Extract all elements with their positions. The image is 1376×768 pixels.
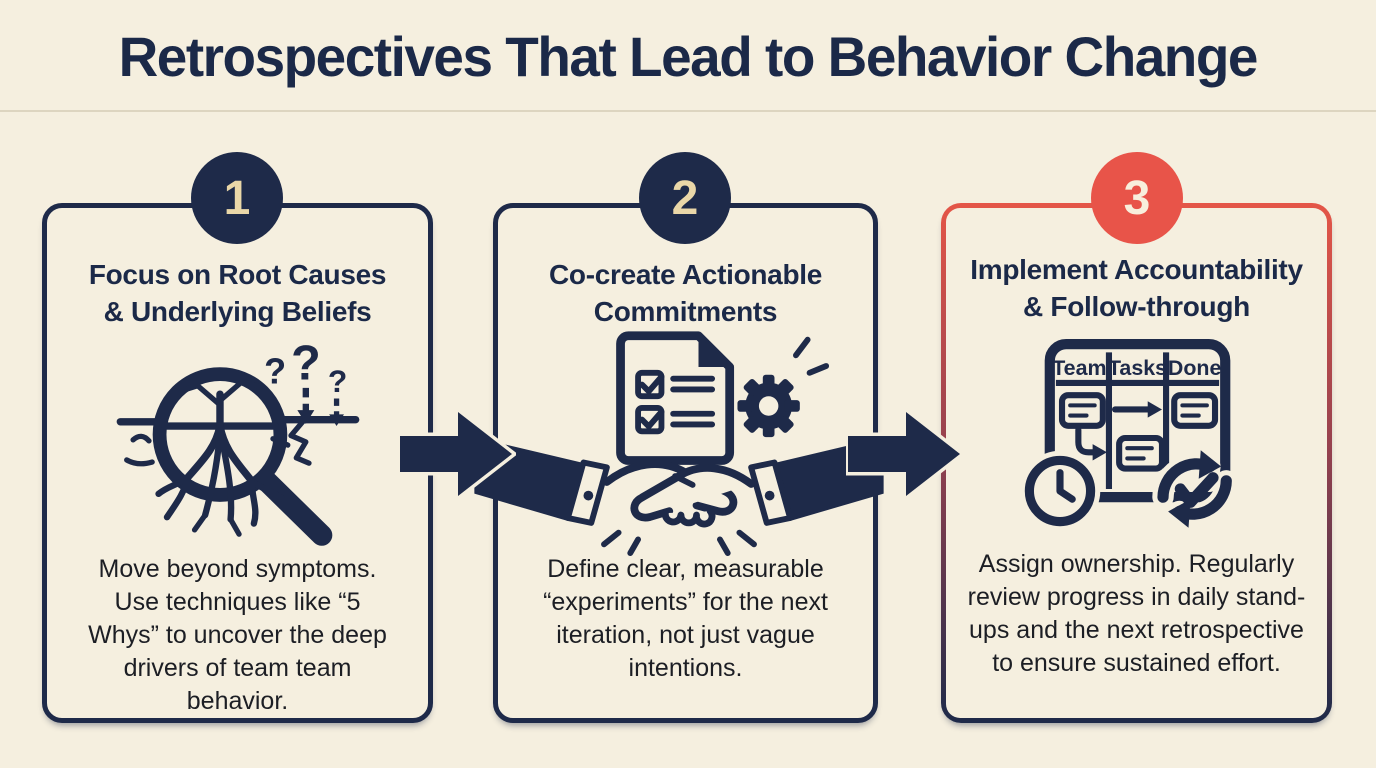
step-2-badge: 2 xyxy=(639,152,731,244)
question-mark-3: ? xyxy=(327,363,346,399)
arrow-right-icon xyxy=(398,406,516,502)
refresh-check-icon xyxy=(1151,449,1237,528)
card-1-description: Move beyond symptoms. Use techniques lik… xyxy=(88,555,387,715)
board-column-team: Team xyxy=(1052,355,1106,379)
gear-icon xyxy=(737,374,800,438)
step-1-number: 1 xyxy=(223,171,251,225)
card-2-description: Define clear, measurable “experiments” f… xyxy=(543,555,828,682)
card-2-title-line-1: Co-create Actionable xyxy=(548,259,823,290)
card-3-title-line-1: Implement Accountability xyxy=(970,254,1303,285)
card-accountability: Implement Accountability & Follow-throug… xyxy=(941,203,1332,723)
card-commitments: Co-create Actionable Commitments xyxy=(474,203,884,723)
card-root-causes: Focus on Root Causes & Underlying Belief… xyxy=(42,203,433,723)
page-title: Retrospectives That Lead to Behavior Cha… xyxy=(118,24,1259,88)
card-3-title: Implement Accountability & Follow-throug… xyxy=(970,251,1303,325)
question-mark-2: ? xyxy=(290,337,320,390)
step-3-number: 3 xyxy=(1123,171,1151,225)
card-3-description: Assign ownership. Regularly review progr… xyxy=(967,550,1306,677)
card-1-title: Focus on Root Causes & Underlying Belief… xyxy=(88,256,387,330)
accountability-board-icon: Team Tasks Done xyxy=(1017,335,1257,540)
card-2-title-line-2: Commitments xyxy=(593,296,778,327)
step-3-badge: 3 xyxy=(1091,152,1183,244)
question-mark-1: ? xyxy=(264,350,286,391)
header: Retrospectives That Lead to Behavior Cha… xyxy=(0,0,1376,112)
board-column-tasks: Tasks xyxy=(1107,355,1166,379)
step-2-number: 2 xyxy=(671,171,699,225)
card-1-title-line-2: & Underlying Beliefs xyxy=(103,296,372,327)
handshake-commitment-icon xyxy=(474,331,884,557)
card-1-title-line-1: Focus on Root Causes xyxy=(88,259,387,290)
arrow-right-icon xyxy=(846,406,964,502)
card-2-title: Co-create Actionable Commitments xyxy=(549,256,822,330)
step-1-badge: 1 xyxy=(191,152,283,244)
card-3-title-line-2: & Follow-through xyxy=(1023,291,1250,322)
board-column-done: Done xyxy=(1167,355,1221,379)
clock-icon xyxy=(1019,450,1100,531)
root-cause-magnifier-icon: ? ? ? xyxy=(114,337,362,546)
